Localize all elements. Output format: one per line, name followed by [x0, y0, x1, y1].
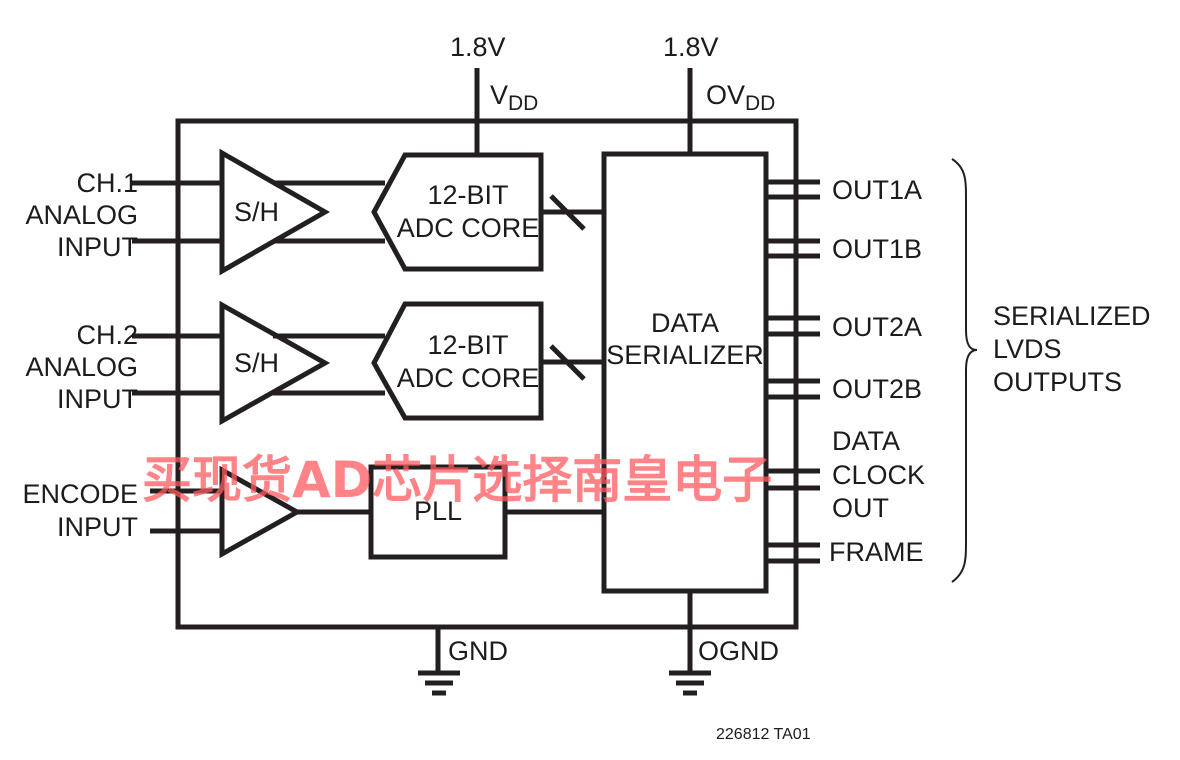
adc2-label-line1: 12-BIT	[427, 330, 508, 360]
output-pins	[766, 179, 820, 564]
sh2-label: S/H	[234, 348, 279, 378]
sh1-label: S/H	[234, 197, 279, 227]
adc1-label-line2: ADC CORE	[397, 213, 540, 243]
ch1-input: CH.1 ANALOG INPUT	[25, 168, 222, 262]
output-group-brace	[951, 158, 978, 583]
pin-data-clock-line1: DATA	[832, 426, 900, 456]
gnd-symbol	[418, 627, 460, 696]
ch2-label-line2: ANALOG	[25, 352, 138, 382]
encode-label-line1: ENCODE	[22, 479, 138, 509]
ovdd-voltage-label: 1.8V	[663, 32, 719, 62]
data-serializer	[601, 151, 769, 594]
adc-core-2	[371, 301, 544, 421]
watermark-text: 买现货AD芯片选择南皇电子	[142, 451, 772, 509]
group-label-line2: LVDS	[993, 334, 1062, 364]
pin-out2a: OUT2A	[832, 312, 922, 342]
pin-out2b: OUT2B	[832, 374, 922, 404]
serializer-label-line2: SERIALIZER	[606, 340, 764, 370]
group-label-line1: SERIALIZED	[993, 301, 1151, 331]
ch1-label-line1: CH.1	[76, 168, 138, 198]
encode-buffer	[219, 465, 303, 559]
pin-out1a: OUT1A	[832, 175, 922, 205]
encode-input: ENCODE INPUT	[22, 479, 222, 542]
adc2-label-line2: ADC CORE	[397, 363, 540, 393]
ch1-label-line2: ANALOG	[25, 200, 138, 230]
ch2-label-line1: CH.2	[76, 320, 138, 350]
pin-frame: FRAME	[829, 537, 924, 567]
pin-data-clock-line2: CLOCK	[832, 460, 925, 490]
bus-slash-2	[549, 344, 586, 381]
vdd-label: VDD	[490, 80, 538, 115]
bus-slash-1	[549, 194, 586, 231]
adc-core-1	[371, 152, 544, 272]
gnd-label: GND	[448, 636, 508, 666]
ognd-label: OGND	[698, 636, 779, 666]
group-label-line3: OUTPUTS	[993, 367, 1122, 397]
ch1-label-line3: INPUT	[57, 232, 138, 262]
vdd-voltage-label: 1.8V	[450, 32, 506, 62]
pin-out1b: OUT1B	[832, 234, 922, 264]
pin-data-clock-line3: OUT	[832, 493, 889, 523]
ch2-input: CH.2 ANALOG INPUT	[25, 320, 222, 414]
ognd-symbol	[669, 591, 711, 696]
ch2-label-line3: INPUT	[57, 384, 138, 414]
pll-label: PLL	[414, 496, 462, 526]
ovdd-label: OVDD	[706, 80, 775, 115]
serializer-label-line1: DATA	[651, 308, 719, 338]
chip-boundary	[175, 118, 799, 630]
encode-label-line2: INPUT	[57, 512, 138, 542]
figure-id: 226812 TA01	[716, 726, 811, 743]
adc1-label-line1: 12-BIT	[427, 180, 508, 210]
